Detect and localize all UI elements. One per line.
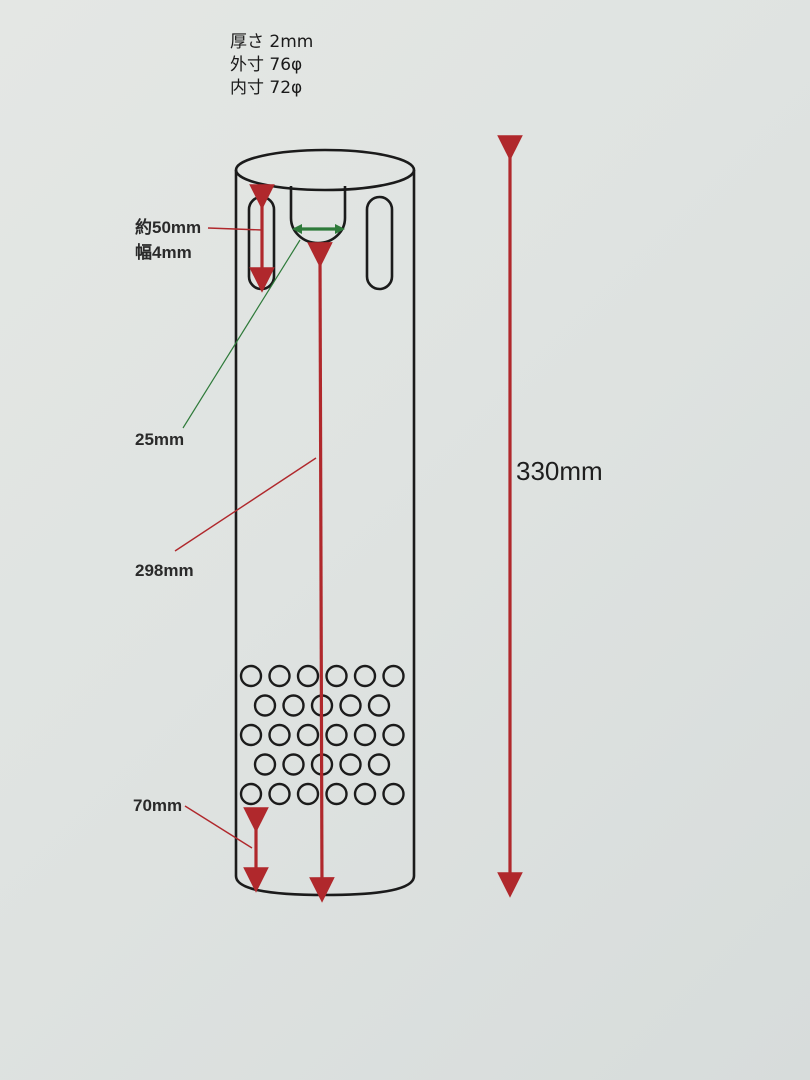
- vent-hole: [325, 664, 348, 688]
- pipe-top-rim: [234, 148, 416, 192]
- notch-width-leader: [182, 239, 301, 429]
- label-bottom-offset: 70mm: [133, 796, 182, 815]
- spec-outer-diameter: 外寸 76φ: [230, 55, 302, 75]
- slot-right: [365, 195, 394, 291]
- inner-length-leader: [174, 457, 317, 552]
- label-notch-width: 25mm: [135, 430, 184, 449]
- vent-hole: [367, 753, 391, 776]
- vent-hole: [296, 664, 320, 688]
- vent-hole: [239, 723, 263, 747]
- vent-hole: [268, 782, 291, 806]
- vent-hole: [353, 664, 377, 688]
- vent-hole: [268, 664, 291, 688]
- vent-hole: [339, 753, 362, 776]
- slot-length-leader: [207, 227, 263, 231]
- vent-hole: [282, 694, 305, 717]
- vent-hole: [268, 723, 291, 747]
- notch-width-arrowhead-left: [292, 224, 302, 234]
- pipe-bottom-rim: [234, 875, 416, 897]
- vent-hole: [296, 723, 320, 747]
- label-slot-width: 幅4mm: [135, 242, 192, 262]
- vent-hole: [239, 664, 263, 688]
- vent-hole: [353, 723, 377, 747]
- vent-hole: [339, 694, 362, 717]
- vent-hole: [382, 723, 405, 747]
- vent-hole: [325, 723, 348, 747]
- vent-hole: [382, 664, 405, 688]
- vent-hole: [253, 753, 277, 776]
- spec-inner-diameter: 内寸 72φ: [230, 78, 302, 98]
- center-notch: [289, 186, 347, 245]
- vent-hole: [239, 782, 263, 806]
- vent-hole: [253, 694, 277, 717]
- label-inner-length: 298mm: [135, 561, 194, 580]
- label-total-length: 330mm: [516, 456, 603, 486]
- vent-hole: [325, 782, 348, 806]
- label-slot-length: 約50mm: [135, 217, 201, 237]
- inner-length-arrow: [307, 242, 335, 903]
- spec-thickness: 厚さ 2mm: [230, 32, 313, 52]
- bottom-offset-leader: [184, 805, 253, 849]
- vent-hole: [367, 694, 391, 717]
- vent-hole: [282, 753, 305, 776]
- vent-hole: [296, 782, 320, 806]
- notch-width-arrowhead-right: [335, 224, 345, 234]
- vent-hole: [382, 782, 405, 806]
- vent-hole: [353, 782, 377, 806]
